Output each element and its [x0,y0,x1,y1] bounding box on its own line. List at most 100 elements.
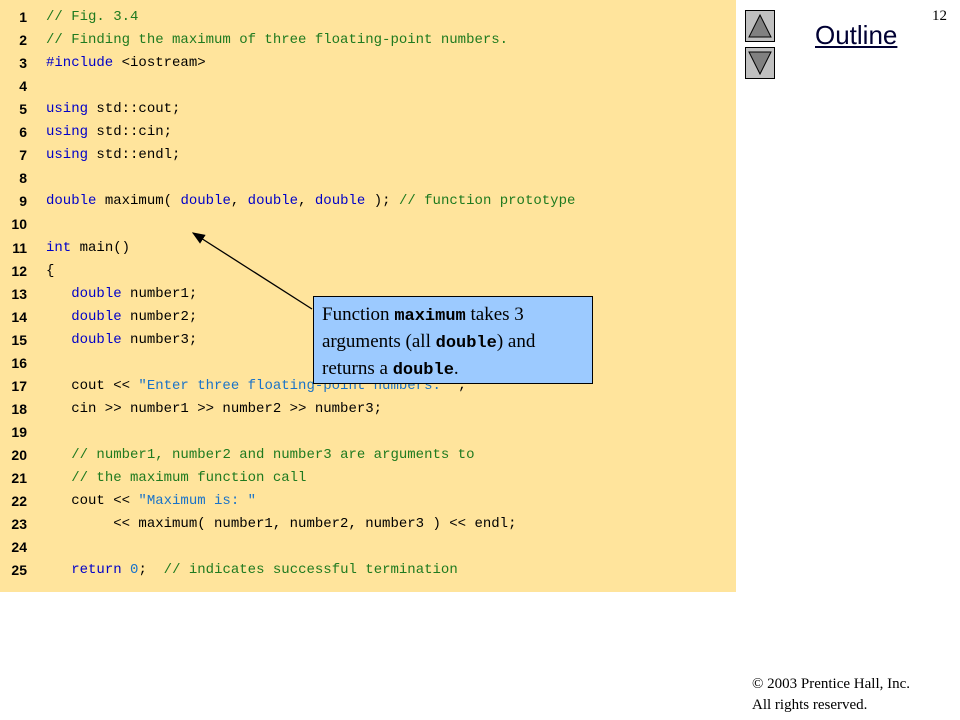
callout-text-run: . [453,358,459,379]
line-number: 25 [11,562,27,579]
code-line: 10 [0,213,736,236]
code-token: maximum( [96,193,181,210]
code-text: { [46,260,54,283]
code-line: 3#include <iostream> [0,52,736,75]
comment-token: // the maximum function call [71,470,307,486]
line-number: 8 [19,170,27,187]
code-token: <iostream> [113,55,206,72]
callout-text: Function maximum takes 3 arguments (all … [322,304,536,380]
code-text: // Finding the maximum of three floating… [46,29,508,52]
line-number: 24 [11,539,27,556]
code-text: double number3; [46,329,197,352]
line-number: 2 [19,32,27,49]
copyright-line-2: All rights reserved. [752,697,868,713]
callout-code-term: maximum [394,307,466,326]
code-token: std::cin; [88,124,173,141]
code-line: 2 // Finding the maximum of three floatin… [0,29,736,52]
code-token: cin >> number1 >> number2 >> number3; [46,400,383,417]
code-token [46,447,71,463]
code-line: 24 [0,536,736,559]
code-token [46,309,71,325]
keyword-token: double [314,193,366,210]
code-line: 6 using std::cin; [0,121,736,144]
code-token [46,286,71,302]
string-token: "Enter three floating-point numbers: " [138,377,458,394]
code-text: return 0; // indicates successful termin… [46,559,458,582]
code-text: double number1; [46,283,197,306]
line-number: 11 [12,239,27,256]
code-token: number2; [121,308,198,325]
line-number: 10 [11,216,27,233]
code-text: cout << "Enter three floating-point numb… [46,375,466,398]
copyright-line-1: © 2003 Prentice Hall, Inc. [752,676,911,692]
code-line: 19 [0,421,736,444]
line-number: 13 [11,285,27,302]
code-text: cin >> number1 >> number2 >> number3; [46,398,382,421]
keyword-token: double [46,193,97,210]
code-line: 20 // number1, number2 and number3 are a… [0,444,736,467]
line-number: 6 [19,124,27,141]
code-token: cout << [46,377,139,394]
code-text: // the maximum function call [46,467,306,490]
callout-code-term: double [435,334,497,353]
code-token: , [298,193,315,210]
string-token: 0 [130,562,139,579]
code-text: #include <iostream> [46,52,206,75]
code-line: 7 using std::endl; [0,144,736,167]
keyword-token: double [180,193,231,210]
line-number: 5 [19,101,27,118]
keyword-token: int [46,239,72,256]
code-token: number3; [121,331,198,348]
code-line: 1// Fig. 3.4 [0,6,736,29]
code-line: 25 return 0; // indicates successful ter… [0,559,736,582]
code-text: // Fig. 3.4 [46,6,138,29]
code-line: 8 [0,167,736,190]
code-text: using std::cout; [46,98,180,121]
page-number: 12 [932,8,947,24]
triangle-down-icon [748,51,772,76]
callout-text-run: ) and returns a [322,331,536,379]
line-number: 21 [11,470,27,486]
line-number: 4 [19,78,27,95]
code-line: 16 [0,352,736,375]
code-text: using std::cin; [46,121,172,144]
callout-text-run: Function [322,304,395,325]
outline-link[interactable]: Outline [815,20,898,50]
line-number: 18 [11,400,27,417]
code-token [46,562,71,578]
code-token: ; [138,562,164,579]
code-token: std::cout; [88,101,181,118]
code-text: << maximum( number1, number2, number3 ) … [46,513,516,536]
keyword-token: double [71,308,122,325]
line-number: 14 [11,308,27,325]
code-line: 18 cin >> number1 >> number2 >> number3; [0,398,736,421]
code-line: 15 double number3; [0,329,736,352]
code-text: cout << "Maximum is: " [46,490,256,513]
string-token: "Maximum is: " [138,493,257,510]
code-token: cout << [46,493,139,510]
previous-slide-button[interactable] [745,10,775,42]
code-line: 21 // the maximum function call [0,467,736,490]
line-number: 7 [19,147,27,164]
comment-token: // indicates successful termination [163,562,458,579]
comment-token: // Fig. 3.4 [46,9,139,25]
code-line: 12{ [0,260,736,283]
code-token: std::endl; [88,147,181,164]
code-token: ; [457,377,467,394]
code-text: // number1, number2 and number3 are argu… [46,444,474,467]
keyword-token: using [46,101,89,118]
keyword-token: using [46,147,89,164]
code-token: << maximum( number1, number2, number3 ) … [46,516,517,533]
code-line: 22 cout << "Maximum is: " [0,490,736,513]
line-number: 20 [11,446,27,463]
code-line: 14 double number2; [0,306,736,329]
code-token [46,332,71,348]
next-slide-button[interactable] [745,47,775,79]
line-number: 22 [11,493,27,510]
callout-code-term: double [392,361,454,380]
comment-token: // number1, number2 and number3 are argu… [71,446,475,463]
line-number: 19 [11,423,27,440]
triangle-up-icon [748,13,772,38]
comment-token: // Finding the maximum of three floating… [46,32,509,49]
